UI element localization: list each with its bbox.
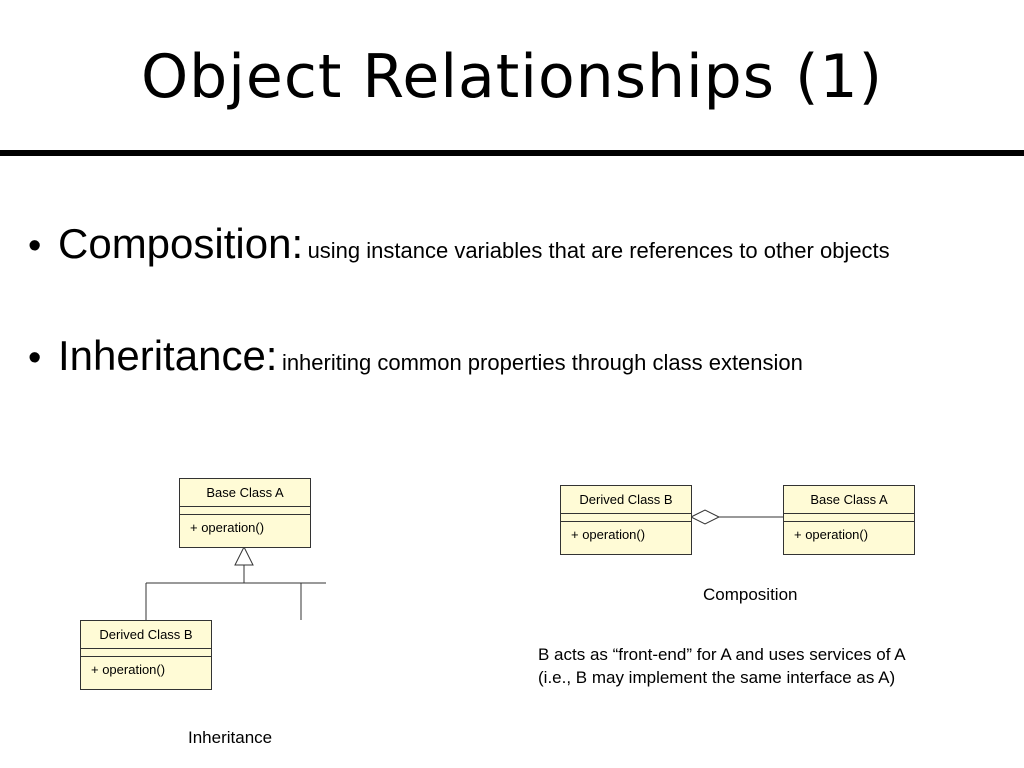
aggregation-connector (689, 509, 783, 525)
composition-caption: Composition (703, 585, 798, 604)
bullet-dot: • (28, 225, 42, 267)
inheritance-caption: Inheritance (188, 728, 273, 747)
composition-note: B acts as “front-end” for A and uses ser… (538, 643, 906, 689)
note-line: B acts as “front-end” for A and uses ser… (538, 645, 906, 664)
class-attributes (561, 514, 691, 522)
class-name: Base Class A (180, 479, 310, 507)
bullet-inheritance: • Inheritance: inheriting common properti… (28, 332, 803, 380)
bullet-composition: • Composition: using instance variables t… (28, 220, 890, 268)
bullet-term: Composition: (58, 220, 304, 267)
class-box-derived-class-b: Derived Class B + operation() (560, 485, 692, 555)
class-box-base-class-a: Base Class A + operation() (179, 478, 311, 548)
generalization-connector (145, 545, 326, 620)
class-box-base-class-a: Base Class A + operation() (783, 485, 915, 555)
class-name: Derived Class B (561, 486, 691, 514)
bullet-description: using instance variables that are refere… (307, 238, 890, 263)
bullet-term: Inheritance: (58, 332, 278, 379)
class-attributes (81, 649, 211, 657)
class-operation: + operation() (794, 527, 869, 542)
slide-title: Object Relationships (1) (140, 42, 884, 112)
title-divider (0, 150, 1024, 156)
class-attributes (784, 514, 914, 522)
class-box-derived-class-b: Derived Class B + operation() (80, 620, 212, 690)
class-name: Derived Class B (81, 621, 211, 649)
class-operation: + operation() (91, 662, 166, 677)
class-operation: + operation() (571, 527, 646, 542)
bullet-dot: • (28, 337, 42, 379)
class-operation: + operation() (190, 520, 265, 535)
class-attributes (180, 507, 310, 515)
generalization-arrowhead (234, 545, 254, 566)
class-name: Base Class A (784, 486, 914, 514)
note-line: (i.e., B may implement the same interfac… (538, 668, 896, 687)
aggregation-diamond (689, 509, 721, 525)
bullet-description: inheriting common properties through cla… (281, 350, 803, 375)
